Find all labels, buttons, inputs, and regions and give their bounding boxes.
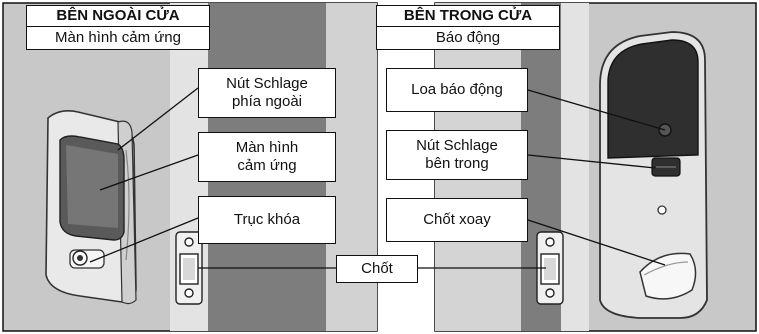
label-inner-button: Nút Schlage bên trong — [386, 130, 528, 180]
leader-touchscreen — [99, 154, 199, 191]
leader-inner-button — [527, 154, 656, 169]
leader-thumbturn — [527, 219, 666, 266]
label-outer-button-line2: phía ngoài — [231, 93, 303, 110]
label-alarm-speaker-text: Loa báo động — [411, 81, 503, 98]
inside-title: BÊN TRONG CỬA — [377, 6, 559, 27]
thumbturn — [639, 252, 697, 300]
label-touchscreen: Màn hình cảm ứng — [198, 132, 336, 182]
label-bolt: Chốt — [336, 255, 418, 283]
inside-header: BÊN TRONG CỬA Báo động — [376, 5, 560, 50]
label-outer-button-line1: Nút Schlage — [226, 75, 308, 92]
label-touchscreen-line2: cảm ứng — [237, 157, 297, 174]
label-inner-button-line1: Nút Schlage — [416, 137, 498, 154]
inside-subtitle: Báo động — [435, 29, 501, 46]
label-key-cylinder: Trục khóa — [198, 196, 336, 244]
inside-strike-plate — [536, 231, 564, 305]
leader-lines — [89, 87, 666, 269]
outside-lock-body — [45, 110, 137, 305]
inside-lock-body — [599, 31, 708, 319]
leader-key-cylinder — [89, 217, 199, 263]
label-touchscreen-line1: Màn hình — [235, 139, 299, 156]
label-bolt-text: Chốt — [361, 260, 393, 277]
outside-subtitle: Màn hình cảm ứng — [55, 29, 181, 46]
label-outer-button: Nút Schlage phía ngoài — [198, 68, 336, 118]
outside-strike-plate — [175, 231, 203, 305]
label-alarm-speaker: Loa báo động — [386, 68, 528, 112]
outside-title: BÊN NGOÀI CỬA — [27, 6, 209, 27]
outside-header: BÊN NGOÀI CỬA Màn hình cảm ứng — [26, 5, 210, 50]
label-thumbturn-text: Chốt xoay — [423, 211, 491, 228]
label-key-cylinder-text: Trục khóa — [233, 211, 301, 228]
label-inner-button-line2: bên trong — [425, 155, 489, 172]
leader-outer-button — [117, 87, 199, 151]
label-thumbturn: Chốt xoay — [386, 198, 528, 242]
leader-alarm-speaker — [527, 89, 666, 131]
